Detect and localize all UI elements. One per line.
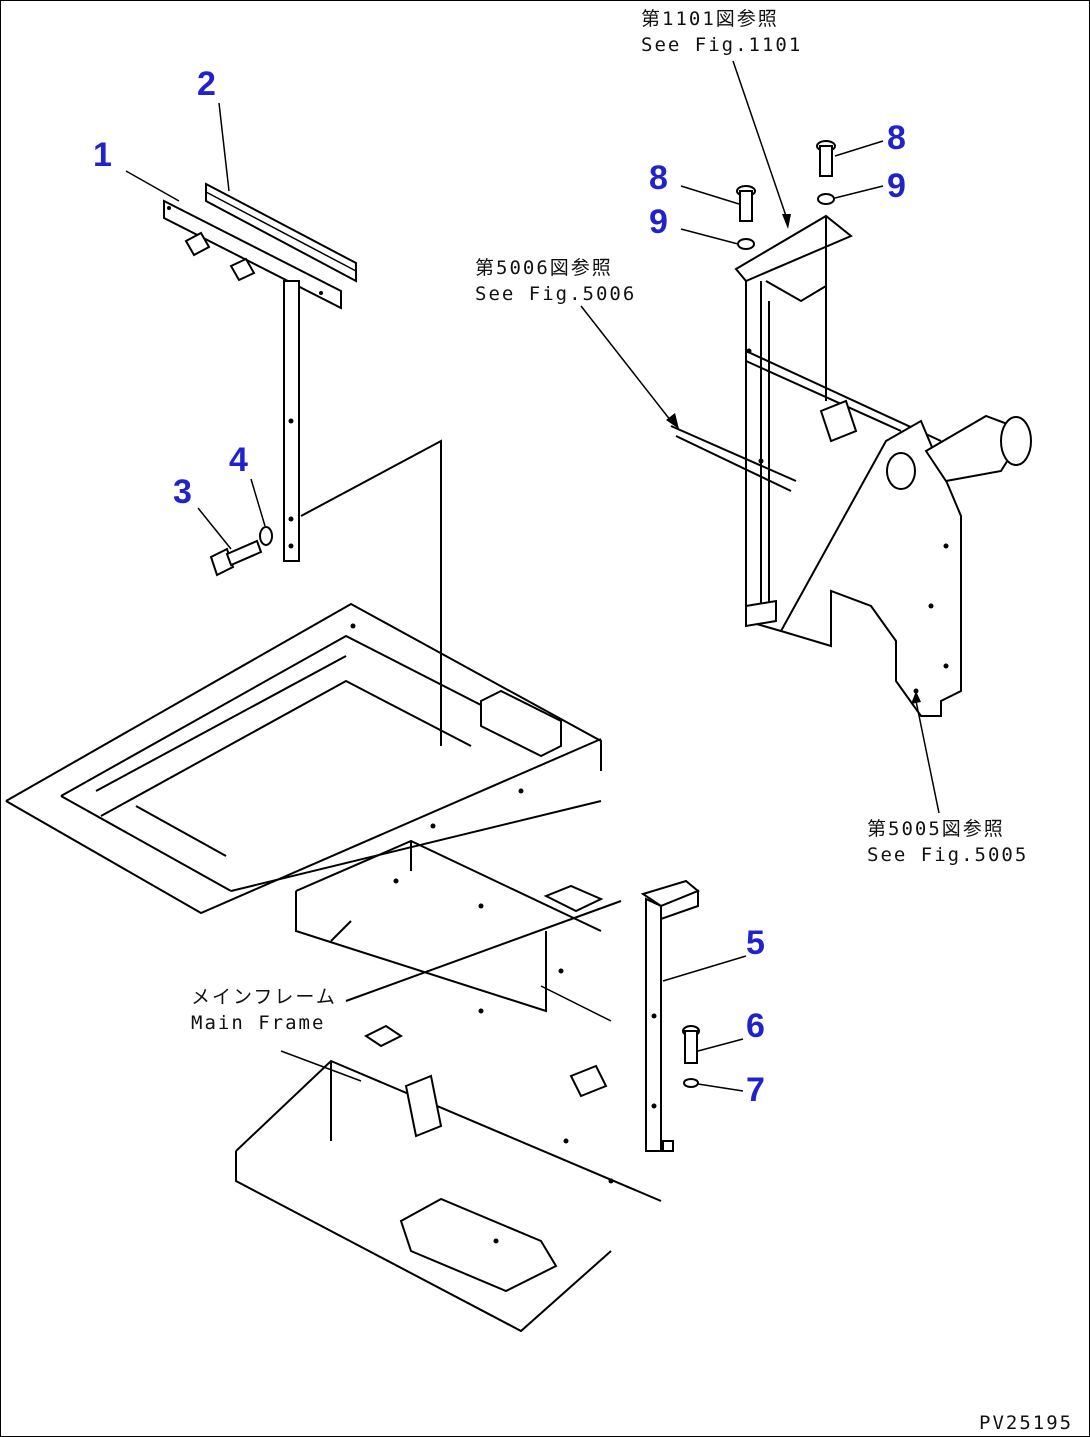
note-fig5006-jp: 第5006図参照 bbox=[475, 257, 613, 279]
note-fig5005-en: See Fig.5005 bbox=[867, 844, 1028, 866]
callout-7: 7 bbox=[746, 1071, 765, 1109]
note-fig1101-jp: 第1101図参照 bbox=[641, 8, 779, 30]
callout-8-left: 8 bbox=[649, 159, 668, 197]
part-7-washer bbox=[683, 1078, 699, 1088]
callout-3: 3 bbox=[173, 473, 192, 511]
main-frame bbox=[5, 439, 662, 1333]
note-mainframe-jp: メインフレーム bbox=[191, 986, 337, 1008]
leader-lines bbox=[125, 60, 940, 1092]
part-4-washer bbox=[259, 526, 273, 546]
note-fig1101-en: See Fig.1101 bbox=[641, 34, 802, 56]
part-5-column bbox=[640, 879, 700, 1152]
part-6-bolt bbox=[682, 1025, 700, 1064]
part-2-channel bbox=[205, 182, 357, 283]
callout-5: 5 bbox=[746, 924, 765, 962]
drawing-number: PV25195 bbox=[979, 1412, 1073, 1434]
callout-6: 6 bbox=[746, 1007, 765, 1045]
callout-2: 2 bbox=[197, 65, 216, 103]
callout-9-left: 9 bbox=[649, 203, 668, 241]
part-8-bolt-a bbox=[736, 185, 756, 222]
callout-9-right: 9 bbox=[887, 167, 906, 205]
part-3-bolt bbox=[209, 539, 263, 577]
note-fig5006-en: See Fig.5006 bbox=[475, 283, 636, 305]
callout-1: 1 bbox=[93, 136, 112, 174]
callout-8-right: 8 bbox=[887, 119, 906, 157]
note-mainframe-en: Main Frame bbox=[191, 1012, 325, 1034]
part-8-bolt-b bbox=[816, 140, 836, 177]
part-1-bracket bbox=[163, 199, 342, 562]
callout-4: 4 bbox=[229, 441, 248, 479]
part-9-washer-a bbox=[737, 238, 755, 250]
part-9-washer-b bbox=[817, 193, 835, 205]
side-cover-assembly bbox=[670, 214, 1032, 717]
note-fig5005-jp: 第5005図参照 bbox=[867, 818, 1005, 840]
